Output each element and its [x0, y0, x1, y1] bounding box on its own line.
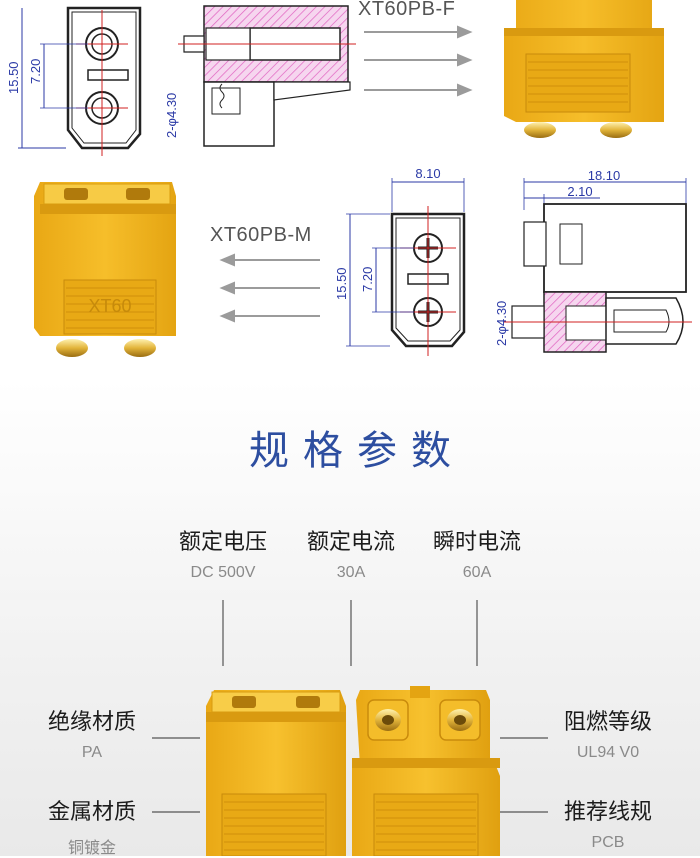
spec-name: 推荐线规	[563, 800, 652, 825]
product-female-bottom	[352, 686, 500, 856]
mid-dim-offset: 2.10	[567, 184, 592, 199]
product-female-top	[504, 0, 664, 138]
model-label-m: XT60PB-M	[210, 224, 312, 246]
spec-name: 绝缘材质	[47, 710, 136, 735]
spec-name: 金属材质	[47, 800, 136, 825]
top-technical-drawings: 15.50 7.20 2-φ4.30	[6, 0, 664, 156]
spec-value: PCB	[591, 834, 625, 851]
spec-name: 瞬时电流	[432, 530, 521, 555]
spec-value: PA	[81, 744, 103, 761]
spec-value: 30A	[336, 564, 366, 581]
spec-name: 阻燃等级	[563, 710, 652, 735]
spec-metal: 金属材质 铜镀金	[30, 794, 154, 858]
mid-dim-pin: 2-φ4.30	[494, 301, 509, 346]
section-view-m	[504, 178, 692, 353]
housing-mark: XT60	[88, 296, 131, 316]
front-view-m	[346, 178, 466, 356]
mid-dim-pitch: 7.20	[360, 267, 375, 292]
model-label-f: XT60PB-F	[358, 0, 456, 20]
product-male-mid	[34, 182, 176, 357]
mid-dim-width: 8.10	[415, 166, 440, 181]
spec-product-illustration	[152, 600, 548, 856]
top-dim-pitch: 7.20	[28, 59, 43, 84]
mid-dim-height: 15.50	[334, 267, 349, 300]
spec-peak-current: 瞬时电流 60A	[422, 524, 532, 582]
top-dim-height: 15.50	[6, 61, 21, 94]
spec-name: 额定电压	[178, 530, 267, 555]
spec-value: 60A	[462, 564, 492, 581]
middle-technical-drawings: XT60 8.10 15.50 7.20	[34, 166, 692, 357]
leader-lines	[152, 600, 548, 813]
spec-wire-gauge: 推荐线规 PCB	[546, 794, 670, 852]
spec-rated-voltage: 额定电压 DC 500V	[168, 524, 278, 582]
front-view-f	[18, 6, 142, 156]
spec-insulation: 绝缘材质 PA	[30, 704, 154, 762]
section-view-f	[178, 5, 356, 147]
spec-value: UL94 V0	[576, 744, 640, 761]
mid-dim-length: 18.10	[588, 168, 621, 183]
spec-name: 额定电流	[306, 530, 395, 555]
product-male-bottom	[206, 690, 346, 856]
spec-value: DC 500V	[190, 564, 256, 581]
top-arrows	[364, 25, 473, 97]
spec-flame-rating: 阻燃等级 UL94 V0	[546, 704, 670, 762]
section-title: 规格参数	[249, 428, 465, 474]
top-dim-pin: 2-φ4.30	[164, 93, 179, 138]
spec-background	[0, 380, 700, 856]
spec-rated-current: 额定电流 30A	[296, 524, 406, 582]
spec-value: 铜镀金	[67, 840, 116, 857]
mid-arrows	[219, 253, 320, 323]
